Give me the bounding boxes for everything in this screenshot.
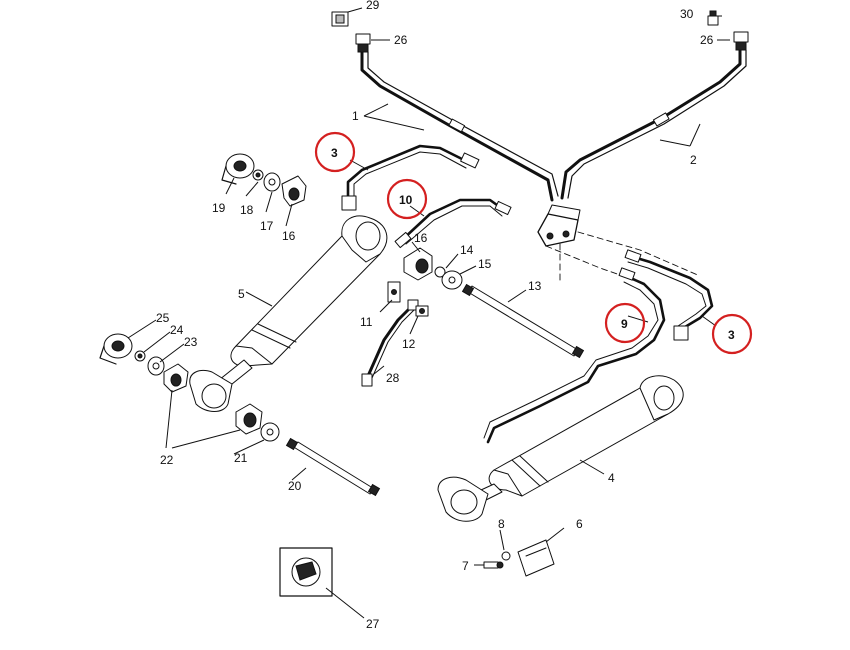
fitting-30 (707, 10, 719, 26)
label-24: 24 (170, 323, 184, 337)
hydraulic-cylinder-4 (437, 375, 684, 522)
label-12: 12 (402, 337, 416, 351)
label-14: 14 (460, 243, 474, 257)
clip-14 (434, 266, 446, 278)
label-7: 7 (462, 559, 469, 573)
label-16-top: 16 (282, 229, 296, 243)
label-26-left: 26 (394, 33, 408, 47)
bushing-16-middle (403, 247, 433, 281)
label-29: 29 (366, 0, 380, 12)
washer-21 (260, 422, 280, 442)
ground-strap-28 (361, 299, 419, 387)
fitting-29 (331, 11, 349, 27)
label-5: 5 (238, 287, 245, 301)
bushing-22-upper (163, 363, 189, 393)
highlight-9: 9 (604, 302, 646, 344)
label-3-left: 3 (331, 146, 338, 160)
fitting-26-right (733, 31, 749, 51)
hose-9 (483, 267, 666, 444)
label-9: 9 (621, 317, 628, 331)
label-18: 18 (240, 203, 254, 217)
bushing-27 (279, 547, 333, 597)
label-21: 21 (234, 451, 248, 465)
washer-15 (441, 270, 463, 290)
label-1: 1 (352, 109, 359, 123)
rod-13 (461, 283, 585, 359)
highlighted-callouts: 3 10 9 3 (314, 131, 753, 355)
hose-10 (394, 198, 512, 249)
highlight-3-left: 3 (314, 131, 356, 173)
hydraulic-cylinder-5 (189, 215, 388, 412)
label-6: 6 (576, 517, 583, 531)
label-13: 13 (528, 279, 542, 293)
leader-lines (127, 7, 730, 619)
rod-20 (285, 437, 381, 497)
fitting-26-left (355, 33, 371, 53)
hose-3-right (624, 249, 714, 341)
hydraulic-line-1 (360, 50, 559, 202)
bushing-16-top (281, 175, 307, 207)
label-22: 22 (160, 453, 174, 467)
label-3-right: 3 (728, 328, 735, 342)
label-10: 10 (399, 193, 413, 207)
washer-23 (147, 356, 165, 376)
screw-7 (483, 561, 504, 569)
valve-block (537, 204, 581, 247)
mount-plate-19 (221, 153, 255, 185)
label-30: 30 (680, 7, 694, 21)
label-19: 19 (212, 201, 226, 215)
label-11: 11 (360, 315, 373, 329)
highlight-3-right: 3 (711, 313, 753, 355)
label-27: 27 (366, 617, 380, 631)
label-2: 2 (690, 153, 697, 167)
hydraulic-line-2 (560, 48, 747, 200)
washer-8 (501, 551, 511, 561)
hose-3-left (341, 144, 480, 211)
mount-plate-25 (99, 333, 133, 365)
label-28: 28 (386, 371, 400, 385)
label-8: 8 (498, 517, 505, 531)
bracket-11 (387, 281, 401, 303)
label-26-right: 26 (700, 33, 714, 47)
highlight-10: 10 (386, 178, 428, 220)
nut-24 (134, 350, 146, 362)
washer-17 (263, 172, 281, 192)
label-20: 20 (288, 479, 302, 493)
label-23: 23 (184, 335, 198, 349)
label-15: 15 (478, 257, 492, 271)
clamp-6 (517, 539, 555, 577)
label-17: 17 (260, 219, 274, 233)
fitting-12 (415, 305, 429, 317)
label-16-middle: 16 (414, 231, 428, 245)
callout-labels: 29 26 30 26 1 2 19 18 17 16 16 14 15 13 … (156, 0, 714, 631)
label-25: 25 (156, 311, 170, 325)
label-4: 4 (608, 471, 615, 485)
bushing-22-lower (235, 403, 263, 435)
nut-18 (252, 169, 264, 181)
